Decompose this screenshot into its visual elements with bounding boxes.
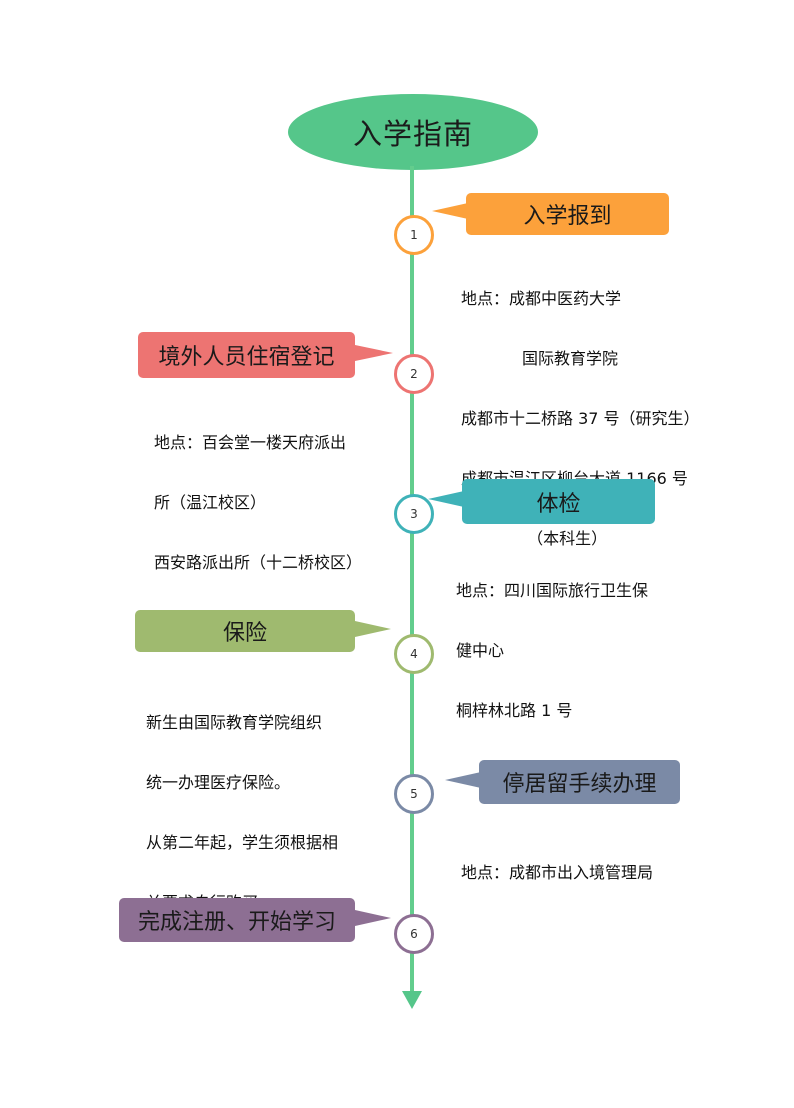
step-1-label: 入学报到 xyxy=(523,204,612,229)
step-1-callout-tail xyxy=(432,203,468,219)
step-2-info: 地点：百会堂一楼天府派出 所（温江校区） 西安路派出所（十二桥校区） xyxy=(154,393,362,593)
step-5-node: 5 xyxy=(394,774,434,814)
step-4-callout: 保险 xyxy=(135,610,355,652)
step-3-info-line: 健中心 xyxy=(456,641,505,660)
step-5-number: 5 xyxy=(410,787,418,801)
step-4-node: 4 xyxy=(394,634,434,674)
step-5-callout: 停居留手续办理 xyxy=(479,760,680,804)
title-oval: 入学指南 xyxy=(288,94,538,170)
step-1-info-line: 成都市十二桥路 37 号（研究生） xyxy=(461,409,700,428)
step-6-number: 6 xyxy=(410,927,418,941)
step-3-callout: 体检 xyxy=(462,479,655,524)
step-4-info: 新生由国际教育学院组织 统一办理医疗保险。 从第二年起，学生须根据相 关要求自行… xyxy=(146,673,338,933)
step-3-info: 地点：四川国际旅行卫生保 健中心 桐梓林北路 1 号 xyxy=(456,541,648,741)
step-4-number: 4 xyxy=(410,647,418,661)
step-2-label: 境外人员住宿登记 xyxy=(158,345,335,370)
step-6-callout-tail xyxy=(355,910,391,926)
step-3-callout-tail xyxy=(428,491,464,507)
step-6-label: 完成注册、开始学习 xyxy=(137,910,336,935)
step-2-info-line: 地点：百会堂一楼天府派出 xyxy=(154,433,347,452)
step-4-info-line: 统一办理医疗保险。 xyxy=(146,773,291,792)
step-3-info-line: 地点：四川国际旅行卫生保 xyxy=(456,581,649,600)
step-2-info-line: 所（温江校区） xyxy=(154,493,267,512)
step-2-callout: 境外人员住宿登记 xyxy=(138,332,355,378)
step-2-number: 2 xyxy=(410,367,418,381)
step-5-info: 地点：成都市出入境管理局 xyxy=(461,823,653,903)
step-6-callout: 完成注册、开始学习 xyxy=(119,898,355,942)
step-6-node: 6 xyxy=(394,914,434,954)
step-4-info-line: 新生由国际教育学院组织 xyxy=(146,713,323,732)
step-2-info-line: 西安路派出所（十二桥校区） xyxy=(154,553,363,572)
step-4-callout-tail xyxy=(355,621,391,637)
step-3-number: 3 xyxy=(410,507,418,521)
step-1-info-line: 国际教育学院 xyxy=(461,349,619,368)
step-1-info-line: 地点：成都中医药大学 xyxy=(461,289,622,308)
step-1-number: 1 xyxy=(410,228,418,242)
step-2-callout-tail xyxy=(355,345,393,361)
page-title: 入学指南 xyxy=(352,117,473,151)
step-3-node: 3 xyxy=(394,494,434,534)
timeline-line xyxy=(410,166,414,994)
step-4-label: 保险 xyxy=(222,621,267,646)
step-5-label: 停居留手续办理 xyxy=(502,772,657,797)
step-1-info-line: （本科生） xyxy=(461,529,608,548)
timeline-arrow-icon xyxy=(402,991,422,1009)
step-1-callout: 入学报到 xyxy=(466,193,669,235)
step-3-info-line: 桐梓林北路 1 号 xyxy=(456,701,573,720)
step-4-info-line: 从第二年起，学生须根据相 xyxy=(146,833,339,852)
step-3-label: 体检 xyxy=(536,491,581,517)
step-5-info-line: 地点：成都市出入境管理局 xyxy=(461,863,654,882)
step-2-node: 2 xyxy=(394,354,434,394)
step-1-node: 1 xyxy=(394,215,434,255)
step-5-callout-tail xyxy=(445,772,481,788)
